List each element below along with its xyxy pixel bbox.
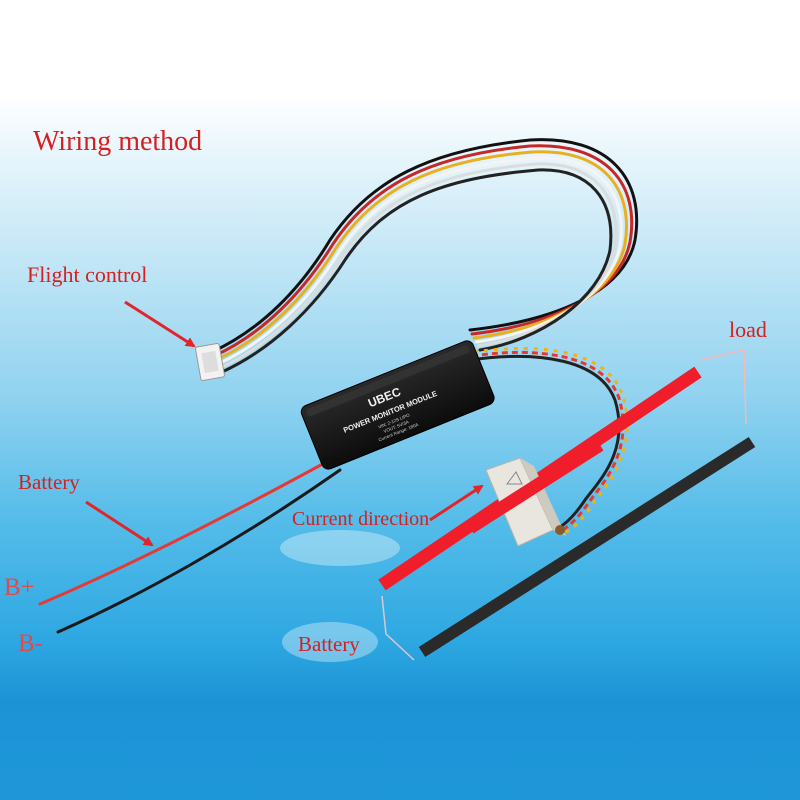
current-sensor: [466, 439, 604, 547]
annotation-arrows: [85, 300, 484, 547]
load-label: load: [729, 317, 767, 342]
power-monitor-module: UBEC POWER MONITOR MODULE VIN: 2-12S LIP…: [300, 340, 495, 470]
arrow-current-direction: [429, 484, 484, 522]
b-minus-label: B-: [18, 630, 43, 657]
battery-label: Battery: [18, 470, 80, 494]
b-plus-label: B+: [4, 574, 35, 601]
negative-busbar: [418, 436, 756, 658]
battery-busbar-label: Battery: [298, 632, 360, 656]
label-glow: [282, 622, 378, 662]
flight-control-connector: [195, 342, 225, 382]
page-title: Wiring method: [33, 126, 203, 157]
arrow-flight-control: [124, 300, 196, 348]
flight-control-label: Flight control: [27, 262, 148, 287]
battery-bracket: [381, 595, 415, 661]
flight-control-cable: [210, 138, 639, 374]
label-glow: [280, 530, 400, 566]
arrow-battery: [85, 500, 154, 547]
current-direction-label: Current direction: [292, 508, 430, 530]
battery-wires: [38, 458, 342, 634]
load-bracket: [699, 349, 747, 425]
